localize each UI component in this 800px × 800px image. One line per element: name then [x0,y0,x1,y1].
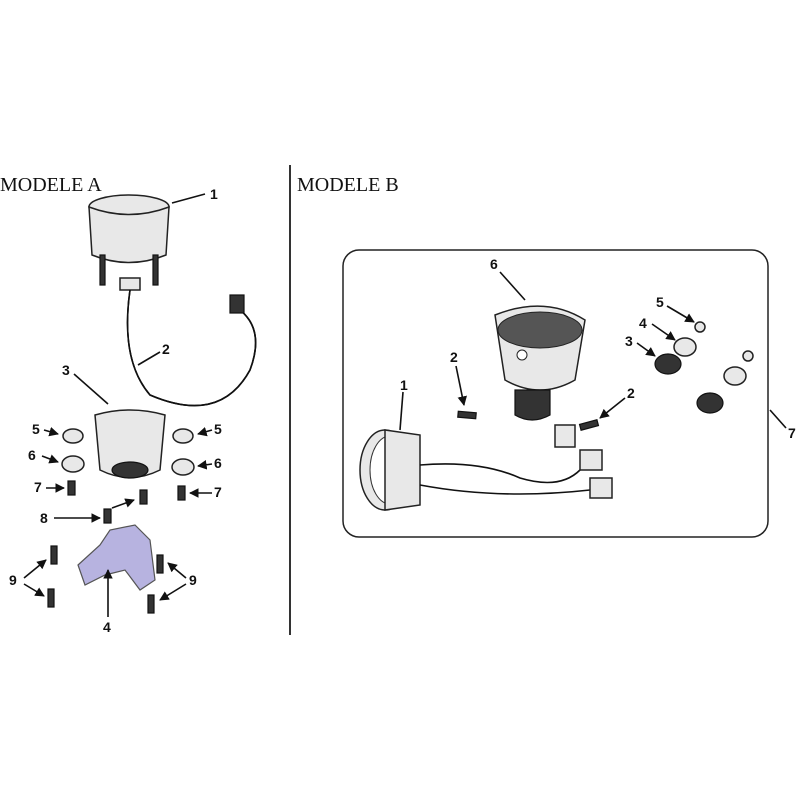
callout-b-6: 6 [490,256,498,272]
model-a-callouts: 1 2 3 5 5 6 6 7 7 8 9 9 4 [9,186,222,635]
callout-8: 8 [40,510,48,526]
model-b-frame [342,249,769,538]
cable-b [419,463,581,484]
model-b-callouts: 6 2 1 2 5 4 3 7 [399,256,796,441]
speedometer-a [88,194,170,291]
callout-b-5: 5 [656,294,664,310]
model-b-parts [359,305,754,511]
model-b-title: MODELE B [297,174,399,196]
speedometer-b [359,429,421,511]
callout-9-right: 9 [189,572,197,588]
callout-5-right: 5 [214,421,222,437]
callout-b-4: 4 [639,315,647,331]
model-a-parts [47,194,257,614]
callout-9-left: 9 [9,572,17,588]
callout-b-2-right: 2 [627,385,635,401]
callout-b-1: 1 [400,377,408,393]
connector-a [229,294,245,314]
callout-3: 3 [62,362,70,378]
callout-b-2-left: 2 [450,349,458,365]
cover-a [94,409,166,479]
speedometer-cup-b [494,305,586,421]
callout-7-left: 7 [34,479,42,495]
callout-5-left: 5 [32,421,40,437]
callout-6-right: 6 [214,455,222,471]
callout-7-right: 7 [214,484,222,500]
bracket-a [77,524,156,591]
callout-b-3: 3 [625,333,633,349]
callout-4: 4 [103,619,111,635]
callout-2: 2 [162,341,170,357]
cable-a-inner [126,289,257,407]
callout-1: 1 [210,186,218,202]
model-a-title: MODELE A [0,174,102,196]
callout-6-left: 6 [28,447,36,463]
callout-b-7: 7 [788,425,796,441]
